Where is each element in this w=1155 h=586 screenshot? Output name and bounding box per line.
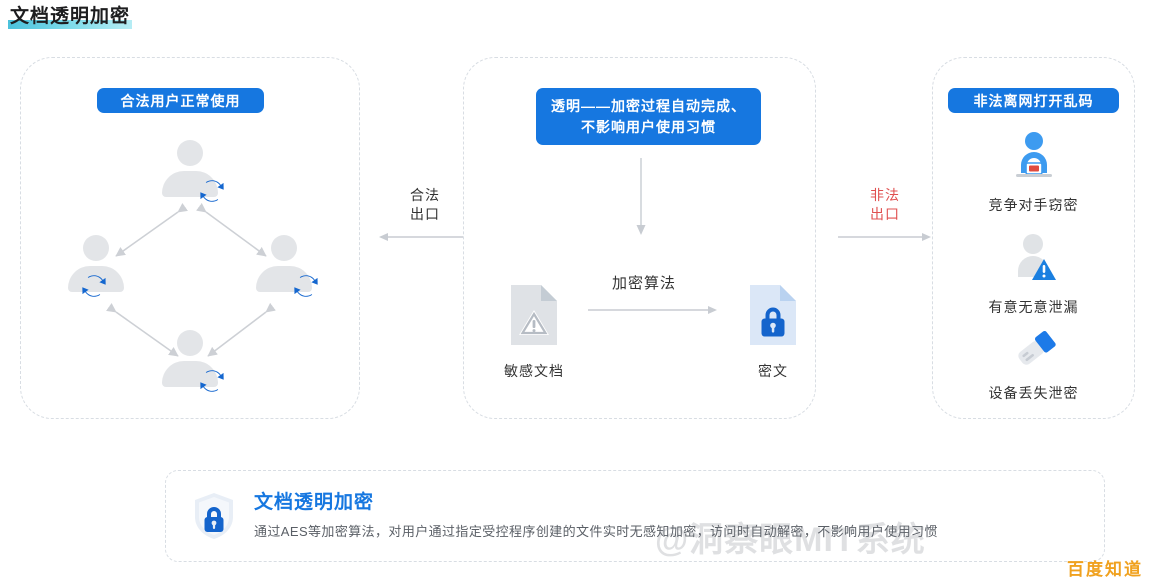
avatar-body-icon [256, 266, 312, 292]
threat-device-loss-label: 设备丢失泄密 [988, 385, 1079, 401]
page-title: 文档透明加密 [8, 4, 133, 30]
arrow-right-icon [588, 306, 717, 314]
mesh-connection-lines [106, 202, 276, 357]
user-avatar-bottom [159, 330, 224, 392]
sensitive-document-label: 敏感文档 [504, 363, 564, 379]
flow-legal-label-1: 合法 [410, 187, 440, 203]
flow-illegal-label-1: 非法 [870, 187, 900, 203]
person-laptop-icon [1015, 132, 1052, 177]
arrow-down-icon [636, 158, 646, 235]
user-mesh-diagram [60, 130, 320, 410]
info-card-description: 通过AES等加密算法，对用户通过指定受控程序创建的文件实时无感知加密，访问时自动… [254, 524, 938, 539]
arrow-right-icon [838, 233, 931, 241]
badge-transparent-line-1: 透明——加密过程自动完成、 [551, 98, 746, 114]
flow-illegal-label-2: 出口 [870, 206, 900, 222]
avatar-head-icon [83, 235, 109, 261]
flow-legal-label-2: 出口 [410, 206, 440, 222]
avatar-body-icon [68, 266, 124, 292]
user-avatar-left [65, 235, 127, 297]
threat-item-leak: 有意无意泄漏 [932, 232, 1135, 317]
page-title-text: 文档透明加密 [8, 4, 133, 30]
arrow-left-icon [379, 233, 472, 241]
document-warning-icon [511, 285, 557, 345]
badge-legal-users: 合法用户正常使用 [97, 88, 264, 113]
avatar-body-icon [162, 361, 218, 387]
node-sensitive-document: 敏感文档 [479, 283, 589, 381]
badge-illegal-access-label: 非法离网打开乱码 [973, 93, 1094, 109]
threat-leak-label: 有意无意泄漏 [988, 299, 1079, 315]
info-card-text: 文档透明加密 通过AES等加密算法，对用户通过指定受控程序创建的文件实时无感知加… [254, 490, 1084, 542]
avatar-head-icon [177, 330, 203, 356]
threat-competitor-label: 竞争对手窃密 [988, 197, 1079, 213]
sync-icon [82, 275, 106, 297]
avatar-head-icon [177, 140, 203, 166]
badge-transparent-encryption: 透明——加密过程自动完成、 不影响用户使用习惯 [536, 88, 761, 145]
flow-legal-export: 合法 出口 [365, 186, 485, 243]
encryption-algorithm-label: 加密算法 [611, 275, 676, 292]
avatar-head-icon [271, 235, 297, 261]
user-avatar-right [253, 235, 318, 297]
ciphertext-document-label: 密文 [758, 363, 788, 379]
threat-item-competitor: 竞争对手窃密 [932, 130, 1135, 215]
sync-icon [200, 370, 224, 392]
badge-legal-users-label: 合法用户正常使用 [120, 93, 241, 109]
sync-icon [294, 275, 318, 297]
badge-transparent-line-2: 不影响用户使用习惯 [581, 119, 716, 135]
threat-item-device-loss: 设备丢失泄密 [932, 326, 1135, 403]
avatar-body-icon [162, 171, 218, 197]
flow-illegal-export: 非法 出口 [825, 186, 945, 243]
document-lock-icon [750, 285, 796, 345]
brand-watermark: 百度知道 [1067, 560, 1143, 579]
usb-drive-icon [1017, 330, 1056, 365]
info-card-transparent-encryption: 文档透明加密 通过AES等加密算法，对用户通过指定受控程序创建的文件实时无感知加… [165, 470, 1105, 562]
user-avatar-top [159, 140, 224, 202]
sync-icon [200, 180, 224, 202]
shield-lock-icon [195, 493, 233, 539]
badge-illegal-access: 非法离网打开乱码 [948, 88, 1119, 113]
info-card-title: 文档透明加密 [254, 492, 375, 513]
node-ciphertext-document: 密文 [718, 283, 828, 381]
person-warning-icon [1017, 234, 1056, 280]
panel-legal-users [20, 57, 360, 419]
